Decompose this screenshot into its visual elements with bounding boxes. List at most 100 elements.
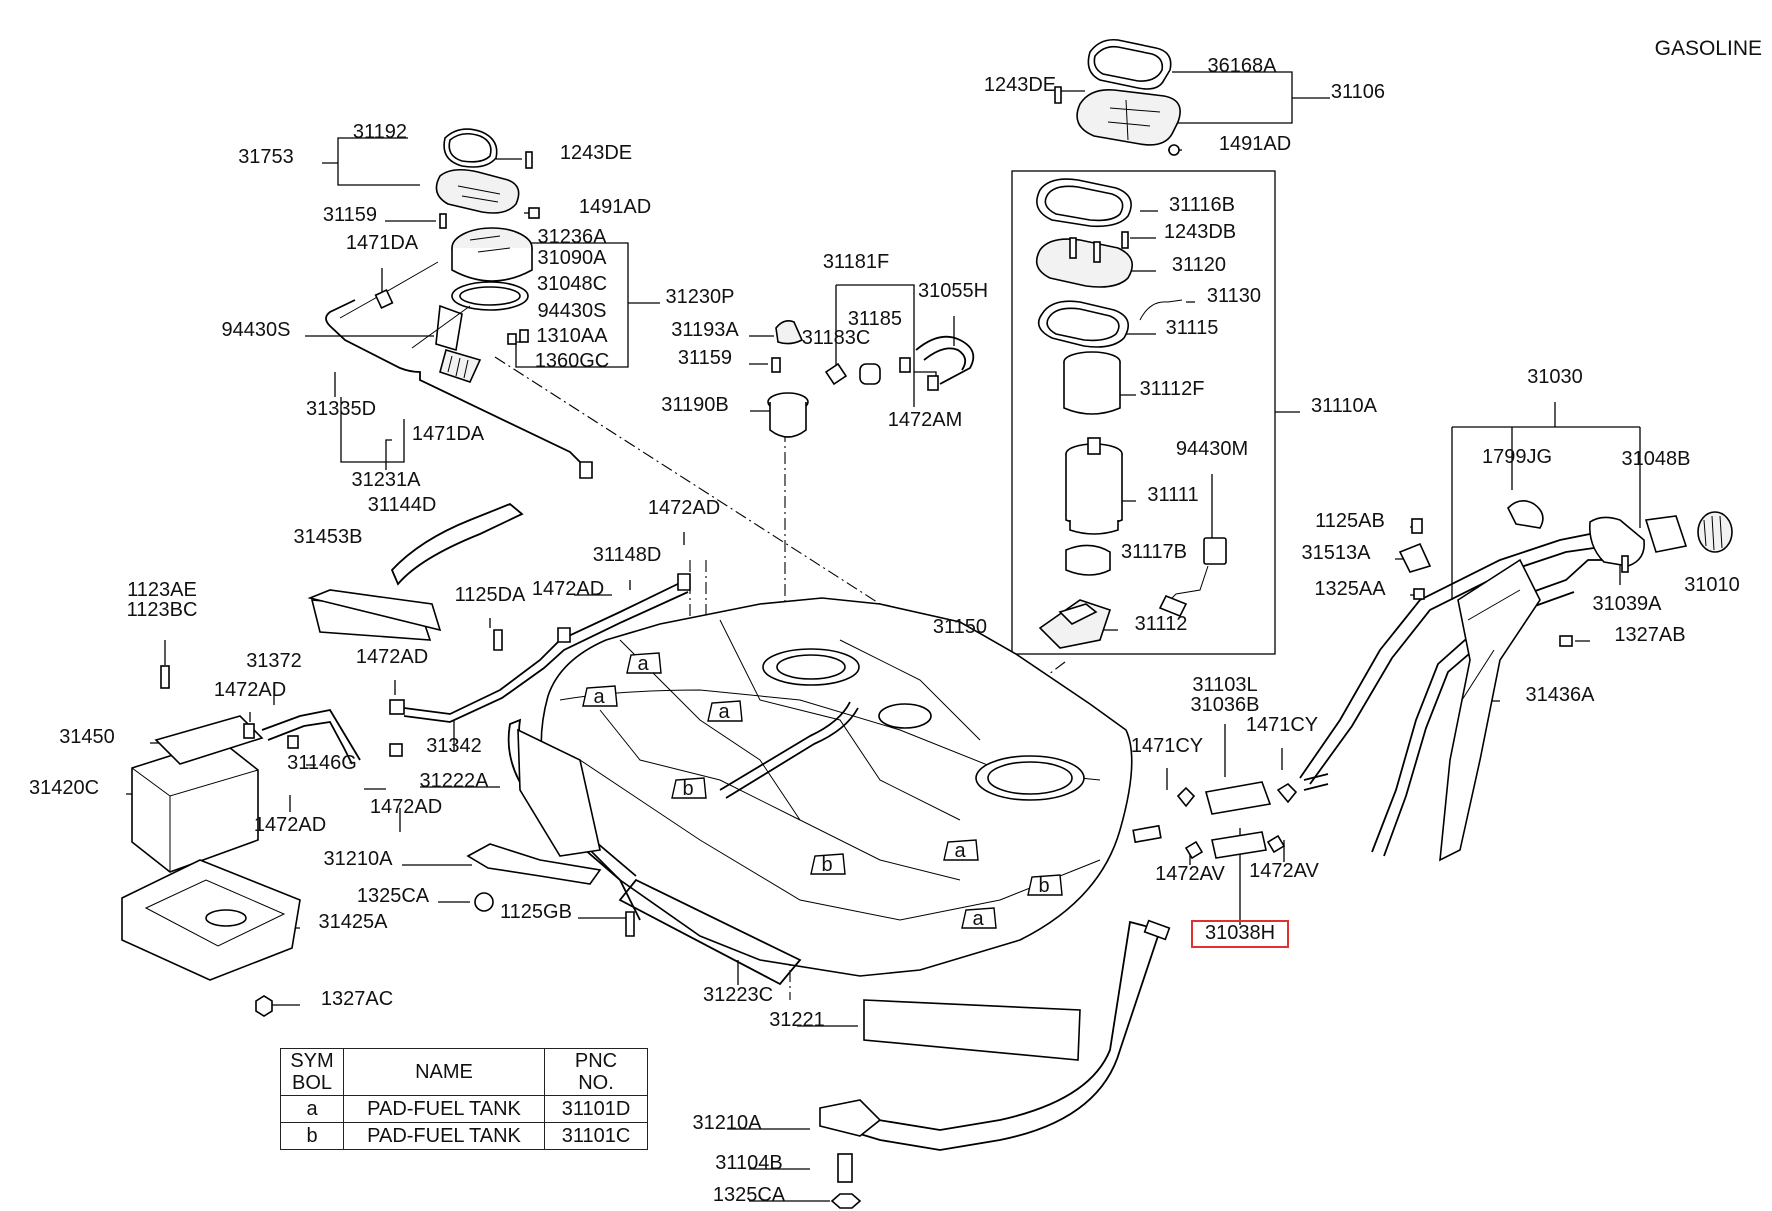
pad-shape bbox=[626, 652, 662, 674]
part-label-31335d: 31335D bbox=[306, 398, 376, 420]
part-label-1471da: 1471DA bbox=[412, 423, 485, 445]
part-label-1125da: 1125DA bbox=[455, 584, 526, 606]
part-label-31090a: 31090A bbox=[538, 247, 608, 269]
pad-b: b bbox=[1027, 874, 1063, 897]
pad-a: a bbox=[943, 839, 979, 862]
part-label-31192: 31192 bbox=[353, 121, 407, 143]
part-label-1472av: 1472AV bbox=[1155, 863, 1225, 885]
pad-symbol-label: a bbox=[972, 908, 984, 930]
part-label-31110a: 31110A bbox=[1311, 395, 1378, 417]
legend-name: PAD-FUEL TANK bbox=[343, 1095, 545, 1123]
part-label-1327ab: 1327AB bbox=[1614, 624, 1685, 646]
part-label-31130: 31130 bbox=[1207, 285, 1261, 307]
legend-pnc: 31101C bbox=[544, 1122, 648, 1150]
part-label-94430s: 94430S bbox=[222, 319, 291, 341]
legend-symbol: b bbox=[280, 1122, 344, 1150]
part-label-31183c: 31183C bbox=[802, 327, 871, 349]
pad-a: a bbox=[707, 700, 743, 723]
part-label-31450: 31450 bbox=[59, 726, 115, 748]
pad-symbol-label: b bbox=[1038, 875, 1049, 897]
part-label-31181f: 31181F bbox=[823, 251, 889, 273]
pad-symbol-label: a bbox=[954, 840, 966, 862]
part-label-1491ad: 1491AD bbox=[1219, 133, 1291, 155]
part-label-31048c: 31048C bbox=[537, 273, 607, 295]
part-label-1243de: 1243DE bbox=[984, 74, 1056, 96]
part-label-1471cy: 1471CY bbox=[1131, 735, 1203, 757]
part-label-31144d: 31144D bbox=[368, 494, 437, 516]
pad-symbol-label: a bbox=[637, 653, 649, 675]
part-label-1491ad: 1491AD bbox=[579, 196, 651, 218]
part-label-31223c: 31223C bbox=[703, 984, 773, 1006]
part-label-31103l: 31103L bbox=[1192, 674, 1257, 696]
part-label-1472ad: 1472AD bbox=[214, 679, 286, 701]
part-label-31116b: 31116B bbox=[1169, 194, 1235, 216]
part-label-31193a: 31193A bbox=[671, 319, 739, 341]
part-label-1472ad: 1472AD bbox=[254, 814, 326, 836]
pad-a: a bbox=[961, 907, 997, 930]
pad-shape bbox=[810, 853, 846, 875]
legend-symbol: a bbox=[280, 1095, 344, 1123]
canister-31420C bbox=[121, 502, 862, 1209]
part-label-1472ad: 1472AD bbox=[370, 796, 442, 818]
part-label-31117b: 31117B bbox=[1121, 541, 1187, 563]
part-label-31039a: 31039A bbox=[1593, 593, 1663, 615]
part-label-1360gc: 1360GC bbox=[535, 350, 610, 372]
part-label-31420c: 31420C bbox=[29, 777, 99, 799]
part-label-31148d: 31148D bbox=[593, 544, 662, 566]
part-label-94430m: 94430M bbox=[1176, 438, 1248, 460]
part-label-1472av: 1472AV bbox=[1249, 860, 1319, 882]
part-label-1325aa: 1325AA bbox=[1314, 578, 1386, 600]
legend-header-row: SYM BOL NAME PNC NO. bbox=[280, 1048, 648, 1096]
part-label-31342: 31342 bbox=[426, 735, 482, 757]
sender-box-31110A bbox=[1035, 178, 1227, 649]
part-label-1472ad: 1472AD bbox=[532, 578, 604, 600]
part-label-31104b: 31104B bbox=[715, 1152, 782, 1174]
part-label-31030: 31030 bbox=[1527, 366, 1583, 388]
pad-symbol-label: b bbox=[682, 778, 693, 800]
float-sender-31181F bbox=[767, 320, 975, 438]
part-label-36168a: 36168A bbox=[1208, 55, 1278, 77]
part-label-31230p: 31230P bbox=[666, 286, 735, 308]
pad-shape bbox=[1027, 874, 1063, 896]
part-label-31112: 31112 bbox=[1135, 613, 1188, 635]
part-label-31513a: 31513A bbox=[1302, 542, 1372, 564]
pad-shape bbox=[961, 907, 997, 929]
part-label-31210a: 31210A bbox=[693, 1112, 763, 1134]
part-label-1472am: 1472AM bbox=[888, 409, 963, 431]
sender-plate-31106 bbox=[1054, 38, 1181, 156]
part-label-31236a: 31236A bbox=[538, 226, 608, 248]
pad-symbol-label: b bbox=[821, 854, 832, 876]
pad-a: a bbox=[626, 652, 662, 675]
part-label-1472ad: 1472AD bbox=[356, 646, 428, 668]
legend-row: b PAD-FUEL TANK 31101C bbox=[280, 1122, 648, 1150]
legend-name: PAD-FUEL TANK bbox=[343, 1122, 545, 1150]
legend-header-pnc: PNC NO. bbox=[544, 1048, 648, 1096]
fuel-pump-assembly-31230P bbox=[325, 128, 593, 479]
part-label-31055h: 31055H bbox=[918, 280, 988, 302]
legend-table: SYM BOL NAME PNC NO. a PAD-FUEL TANK 311… bbox=[280, 1048, 648, 1150]
pad-a: a bbox=[582, 685, 618, 708]
part-label-1243db: 1243DB bbox=[1164, 221, 1236, 243]
part-label-31185: 31185 bbox=[848, 308, 902, 330]
part-label-31048b: 31048B bbox=[1622, 448, 1691, 470]
part-label-31222a: 31222A bbox=[420, 770, 490, 792]
part-label-31106: 31106 bbox=[1331, 81, 1385, 103]
highlight-box bbox=[1191, 920, 1289, 948]
part-label-1310aa: 1310AA bbox=[536, 325, 608, 347]
pad-b: b bbox=[810, 853, 846, 876]
part-label-31372: 31372 bbox=[246, 650, 302, 672]
part-label-31010: 31010 bbox=[1684, 574, 1740, 596]
part-label-1471da: 1471DA bbox=[346, 232, 419, 254]
pad-shape bbox=[582, 685, 618, 707]
part-label-31112f: 31112F bbox=[1140, 378, 1205, 400]
variant-label: GASOLINE bbox=[1655, 37, 1762, 60]
part-label-1799jg: 1799JG bbox=[1482, 446, 1552, 468]
part-label-31453b: 31453B bbox=[294, 526, 363, 548]
part-label-31231a: 31231A bbox=[352, 469, 422, 491]
fuel-tank-31150 bbox=[466, 597, 1171, 1151]
part-label-1325ca: 1325CA bbox=[713, 1184, 786, 1206]
legend-header-name: NAME bbox=[343, 1048, 545, 1096]
legend-row: a PAD-FUEL TANK 31101D bbox=[280, 1095, 648, 1123]
